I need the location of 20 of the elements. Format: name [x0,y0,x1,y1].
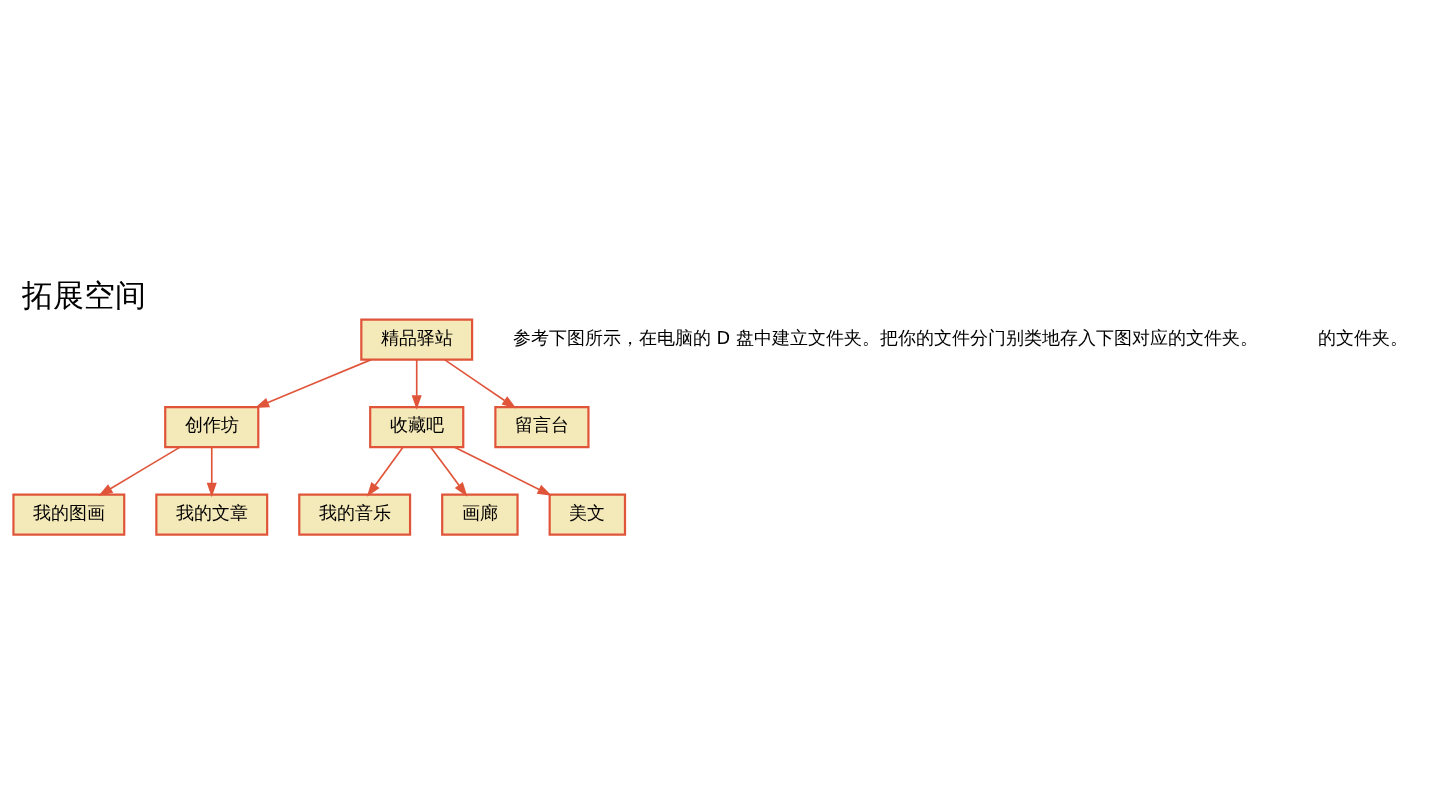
node-box: 收藏吧 [369,405,465,448]
node-box: 精品驿站 [360,318,474,361]
arrow [366,445,404,497]
arrow [98,445,181,496]
diagram-title: 拓展空间 [22,276,147,313]
arrow [443,358,517,409]
node-box: 创作坊 [164,405,260,448]
arrow [429,445,468,497]
label: 参考下图所示，在电脑的 D 盘中建立文件夹。把你的文件分门别类地存入下图对应的文件夹。 [512,327,1258,348]
arrow [254,358,373,408]
arrow [411,358,422,410]
label: 的文件夹。 [1317,327,1408,348]
arrow [206,445,217,497]
node-box: 我的音乐 [298,493,412,536]
node-box: 留言台 [494,405,590,448]
node-box: 美文 [548,493,627,536]
arrow [453,445,552,496]
node-box: 画廊 [441,493,519,536]
node-box: 我的图画 [12,493,126,536]
node-box: 我的文章 [155,493,269,536]
